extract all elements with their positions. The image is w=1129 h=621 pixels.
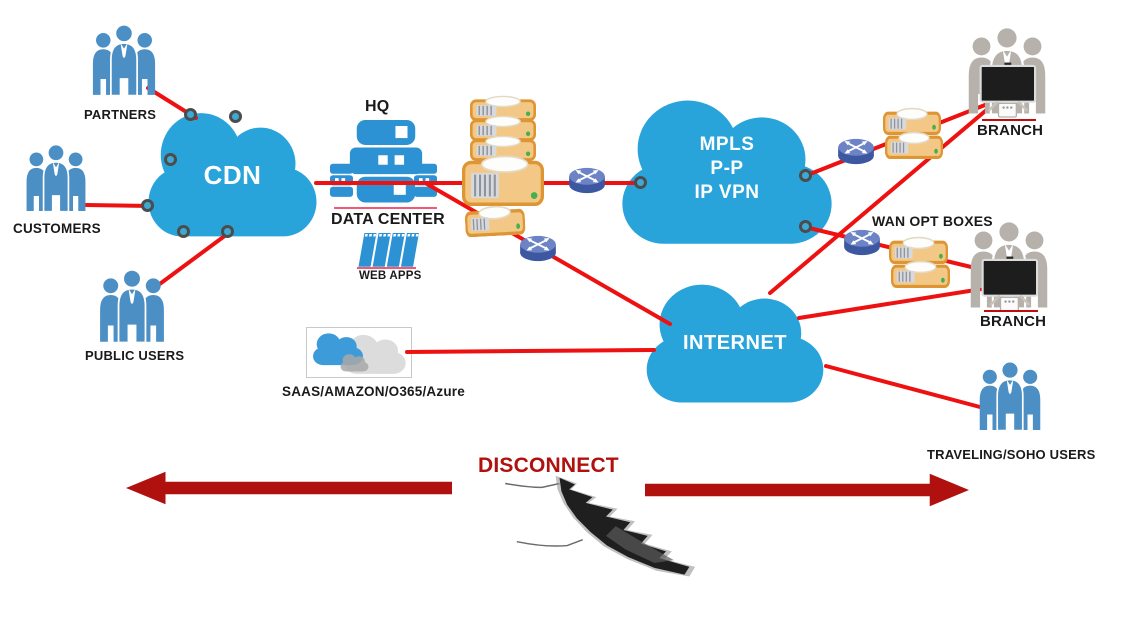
branch-top-label: BRANCH — [977, 122, 1044, 139]
partners-people-icon — [86, 16, 162, 104]
link-internet-branch-bottom — [797, 286, 990, 320]
cdn-label: CDN — [203, 160, 262, 190]
mpls-port-dot — [799, 220, 812, 233]
cdn-port-dot — [141, 199, 154, 212]
customers-label: CUSTOMERS — [13, 221, 101, 236]
cdn-cloud: CDN — [145, 104, 320, 240]
ground-crack-icon — [497, 468, 715, 594]
public-users-label: PUBLIC USERS — [85, 348, 185, 363]
cdn-port-dot — [184, 108, 197, 121]
router-icon — [517, 231, 559, 265]
branch-bottom-label: BRANCH — [980, 313, 1047, 330]
mpls-label-line1: MPLS — [699, 134, 755, 155]
cdn-port-dot — [221, 225, 234, 238]
branch-bottom-site-icon — [962, 220, 1056, 322]
branch-top-underline — [982, 119, 1036, 121]
traveling-soho-label: TRAVELING/SOHO USERS — [927, 447, 1096, 462]
saas-cloud-box — [306, 327, 412, 378]
link-internet-traveling — [824, 364, 982, 409]
wan-opt-box-large-icon — [462, 152, 544, 206]
web-apps-underline — [357, 267, 416, 269]
customers-people-icon — [20, 136, 92, 220]
wan-opt-box-icon — [891, 260, 950, 288]
data-center-label: DATA CENTER — [331, 211, 445, 228]
mpls-port-dot — [634, 176, 647, 189]
public-users-people-icon — [93, 264, 171, 348]
partners-label: PARTNERS — [84, 107, 157, 122]
cdn-port-dot — [229, 110, 242, 123]
cdn-port-dot — [164, 153, 177, 166]
disconnect-label: DISCONNECT — [478, 454, 619, 477]
mpls-port-dot — [799, 169, 812, 182]
saas-small-cloud-icon — [340, 353, 369, 372]
branch-bottom-underline — [984, 310, 1038, 312]
router-icon — [841, 225, 883, 259]
internet-label: INTERNET — [683, 332, 787, 354]
saas-label: SAAS/AMAZON/O365/Azure — [282, 384, 465, 399]
web-apps-label: WEB APPS — [359, 270, 422, 282]
internet-cloud: INTERNET — [643, 276, 827, 406]
mpls-cloud: MPLS P-P IP VPN — [618, 90, 836, 248]
router-icon — [566, 163, 608, 197]
wan-opt-box-icon — [885, 131, 943, 159]
web-apps-icon — [353, 229, 431, 269]
server-rack-icon — [413, 163, 438, 199]
disconnect-arrow-left-icon — [126, 470, 452, 506]
cdn-port-dot — [177, 225, 190, 238]
wan-opt-boxes-label: WAN OPT BOXES — [872, 213, 993, 229]
server-rack-icon — [329, 163, 354, 199]
traveling-people-icon — [973, 350, 1047, 442]
mpls-label-line3: IP VPN — [694, 182, 760, 203]
link-saas-internet — [405, 348, 656, 354]
hq-label: HQ — [365, 98, 390, 115]
data-center-underline — [334, 207, 437, 209]
router-icon — [835, 134, 877, 168]
branch-top-site-icon — [960, 26, 1054, 128]
mpls-label-line2: P-P — [710, 158, 744, 179]
